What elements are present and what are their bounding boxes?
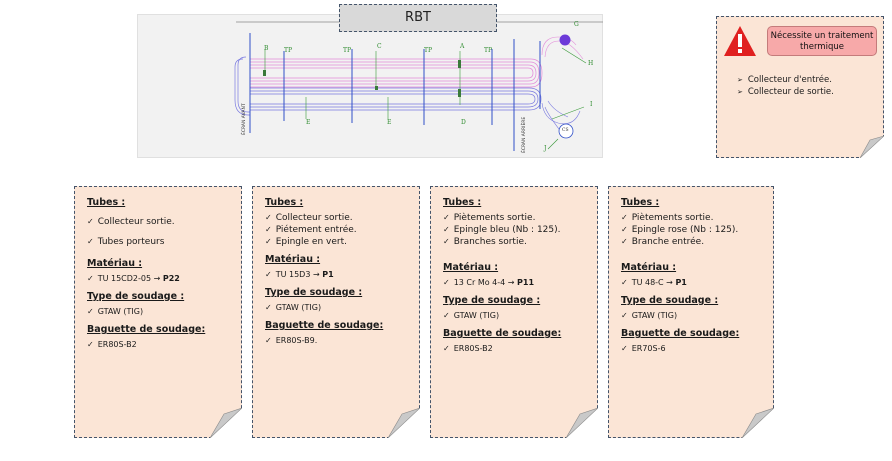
diagram-label: D: [461, 119, 466, 126]
diagram-label: B: [264, 45, 269, 52]
heat-treatment-note: Nécessite un traitement thermique Collec…: [716, 16, 884, 158]
material-list: TU 48-C → P1: [621, 277, 763, 289]
material-heading: Matériau :: [87, 258, 143, 269]
tubes-heading: Tubes :: [621, 197, 660, 208]
list-item: Collecteur de sortie.: [737, 87, 834, 97]
page-curl-icon: [860, 136, 884, 158]
list-item: Branches sortie.: [443, 236, 587, 248]
material-grade: P1: [675, 278, 687, 287]
heat-treatment-tag: Nécessite un traitement thermique: [767, 26, 877, 56]
list-item: Collecteur sortie.: [265, 212, 409, 224]
rod-heading: Baguette de soudage:: [265, 320, 384, 331]
material-card-1: Tubes : Collecteur sortie. Tubes porteur…: [74, 186, 242, 438]
diagram-label: TP: [484, 47, 493, 54]
welding-heading: Type de soudage :: [621, 295, 719, 306]
page-curl-icon: [566, 408, 598, 438]
welding-heading: Type de soudage :: [87, 291, 185, 302]
welding-value: GTAW (TIG): [87, 306, 231, 318]
material-list: TU 15CD2-05 → P22: [87, 273, 231, 285]
rod-list: ER80S-B2: [443, 343, 587, 355]
material-value: TU 15D3 → P1: [265, 269, 409, 281]
list-item: Piétement entrée.: [265, 224, 409, 236]
material-spec: TU 15CD2-05 →: [97, 274, 163, 283]
rod-value: ER80S-B2: [443, 343, 587, 355]
material-card-2: Tubes : Collecteur sortie. Piétement ent…: [252, 186, 420, 438]
welding-value: GTAW (TIG): [265, 302, 409, 314]
page-curl-icon: [210, 408, 242, 438]
list-item: Epingle bleu (Nb : 125).: [443, 224, 587, 236]
rod-value: ER70S-6: [621, 343, 763, 355]
material-spec: TU 15D3 →: [275, 270, 323, 279]
list-item: Piètements sortie.: [443, 212, 587, 224]
material-list: 13 Cr Mo 4-4 → P11: [443, 277, 587, 289]
material-card-4: Tubes : Piètements sortie. Epingle rose …: [608, 186, 774, 438]
list-item: Collecteur sortie.: [87, 212, 231, 232]
rod-list: ER70S-6: [621, 343, 763, 355]
diagram-label: A: [460, 43, 465, 50]
diagram-label: E: [387, 119, 392, 126]
diagram-label: G: [574, 21, 579, 28]
diagram-label: C: [377, 43, 382, 50]
material-heading: Matériau :: [443, 262, 499, 273]
tubes-list: Collecteur sortie. Tubes porteurs: [87, 212, 231, 252]
rod-heading: Baguette de soudage:: [87, 324, 206, 335]
welding-heading: Type de soudage :: [443, 295, 541, 306]
heat-treatment-list: Collecteur d'entrée. Collecteur de sorti…: [737, 75, 834, 99]
tubes-heading: Tubes :: [443, 197, 482, 208]
rbt-diagram: B TP TP C TP A TP G H I E E D CS J ÉCRAN…: [137, 14, 603, 158]
welding-list: GTAW (TIG): [87, 306, 231, 318]
diagram-label: E: [306, 119, 311, 126]
diagram-label: J: [544, 145, 547, 152]
diagram-title: RBT: [339, 4, 497, 32]
diagram-label: I: [590, 101, 593, 108]
diagram-label: TP: [424, 47, 433, 54]
material-value: TU 48-C → P1: [621, 277, 763, 289]
list-item: Collecteur d'entrée.: [737, 75, 834, 85]
list-item: Epingle rose (Nb : 125).: [621, 224, 763, 236]
tube-layout-drawing: [234, 21, 603, 151]
rod-value: ER80S-B9.: [265, 335, 409, 347]
list-item: Epingle en vert.: [265, 236, 409, 248]
material-grade: P11: [517, 278, 535, 287]
material-value: TU 15CD2-05 → P22: [87, 273, 231, 285]
material-list: TU 15D3 → P1: [265, 269, 409, 281]
warning-icon: [724, 26, 756, 56]
material-spec: TU 48-C →: [631, 278, 676, 287]
side-label-front: ÉCRAN AVANT: [242, 103, 247, 135]
welding-list: GTAW (TIG): [265, 302, 409, 314]
tubes-heading: Tubes :: [265, 197, 304, 208]
material-heading: Matériau :: [265, 254, 321, 265]
material-grade: P1: [322, 270, 334, 279]
welding-list: GTAW (TIG): [621, 310, 763, 322]
diagram-label: TP: [343, 47, 352, 54]
welding-list: GTAW (TIG): [443, 310, 587, 322]
list-item: Piètements sortie.: [621, 212, 763, 224]
welding-heading: Type de soudage :: [265, 287, 363, 298]
page-curl-icon: [742, 408, 774, 438]
diagram-label: TP: [284, 47, 293, 54]
welding-value: GTAW (TIG): [443, 310, 587, 322]
rod-list: ER80S-B2: [87, 339, 231, 351]
side-label-rear: ÉCRAN ARRIÈRE: [522, 116, 527, 153]
rod-heading: Baguette de soudage:: [621, 328, 740, 339]
page-curl-icon: [388, 408, 420, 438]
tubes-list: Piètements sortie. Epingle bleu (Nb : 12…: [443, 212, 587, 248]
diagram-label: CS: [562, 128, 569, 133]
material-spec: 13 Cr Mo 4-4 →: [453, 278, 518, 287]
material-value: 13 Cr Mo 4-4 → P11: [443, 277, 587, 289]
diagram-label: H: [588, 60, 594, 67]
tubes-heading: Tubes :: [87, 197, 126, 208]
welding-value: GTAW (TIG): [621, 310, 763, 322]
rod-list: ER80S-B9.: [265, 335, 409, 347]
list-item: Tubes porteurs: [87, 232, 231, 252]
material-grade: P22: [162, 274, 180, 283]
material-card-3: Tubes : Piètements sortie. Epingle bleu …: [430, 186, 598, 438]
material-heading: Matériau :: [621, 262, 677, 273]
list-item: Branche entrée.: [621, 236, 763, 248]
tubes-list: Piètements sortie. Epingle rose (Nb : 12…: [621, 212, 763, 248]
rod-value: ER80S-B2: [87, 339, 231, 351]
rod-heading: Baguette de soudage:: [443, 328, 562, 339]
tubes-list: Collecteur sortie. Piétement entrée. Epi…: [265, 212, 409, 248]
